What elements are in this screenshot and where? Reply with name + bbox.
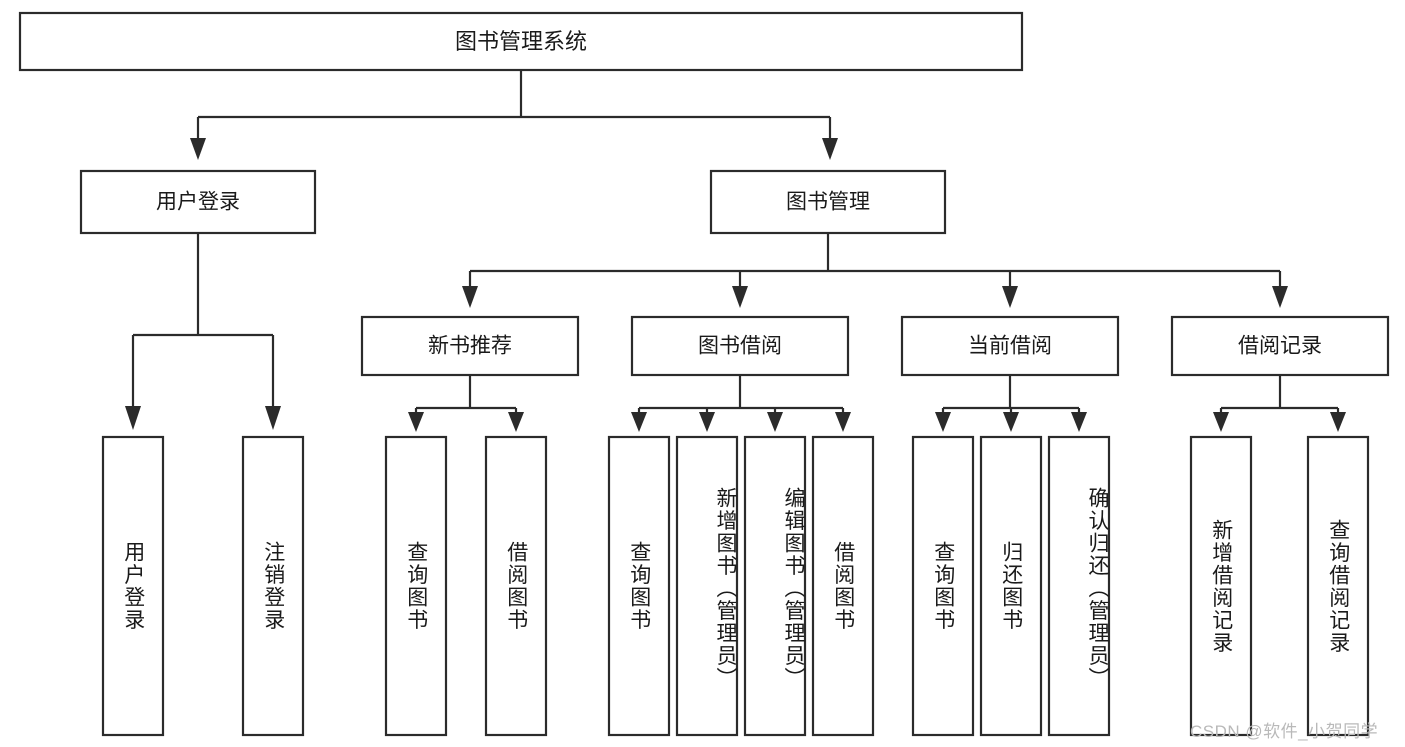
connector-current-borrow-to-leaves xyxy=(935,375,1087,432)
arrow-head-leaf-borrow-book-1 xyxy=(508,412,524,432)
arrow-head-leaf-query-borrow-record xyxy=(1330,412,1346,432)
node-user-login-box[interactable] xyxy=(79,169,317,235)
arrow-head-current-borrow xyxy=(1002,286,1018,308)
arrow-head-leaf-edit-book-admin xyxy=(767,412,783,432)
connector-root-to-level2 xyxy=(190,70,838,160)
node-leaf-user-logout-box[interactable] xyxy=(241,435,305,737)
node-new-book-recommend-box[interactable] xyxy=(360,315,580,377)
arrow-head-book-manage xyxy=(822,138,838,160)
arrow-head-leaf-borrow-book-2 xyxy=(835,412,851,432)
node-new-book-recommend-label: 新书推荐 xyxy=(428,335,512,358)
node-book-borrow-box[interactable] xyxy=(630,315,850,377)
node-book-borrow-label: 图书借阅 xyxy=(698,335,782,358)
connector-new-book-to-leaves xyxy=(408,375,524,432)
node-leaf-query-book-1-box[interactable] xyxy=(384,435,448,737)
csdn-watermark: CSDN @软件_小贺同学 xyxy=(1190,722,1379,741)
arrow-head-book-borrow xyxy=(732,286,748,308)
connector-book-borrow-to-leaves xyxy=(631,375,851,432)
arrow-head-leaf-query-book-1 xyxy=(408,412,424,432)
node-book-manage-label: 图书管理 xyxy=(786,191,870,214)
arrow-head-borrow-record xyxy=(1272,286,1288,308)
arrow-head-leaf-confirm-return-admin xyxy=(1071,412,1087,432)
node-leaf-query-book-2-box[interactable] xyxy=(607,435,671,737)
arrow-head-leaf-query-book-3 xyxy=(935,412,951,432)
connector-book-manage-to-level3 xyxy=(462,233,1288,308)
node-borrow-record-label: 借阅记录 xyxy=(1238,335,1322,358)
node-user-login[interactable]: 用户登录 xyxy=(79,169,317,235)
node-user-login-label: 用户登录 xyxy=(156,191,240,214)
arrow-head-leaf-query-book-2 xyxy=(631,412,647,432)
arrow-head-leaf-user-logout xyxy=(265,406,281,430)
node-root-box[interactable] xyxy=(18,11,1024,72)
arrow-head-leaf-add-book-admin xyxy=(699,412,715,432)
node-leaf-query-book-3-box[interactable] xyxy=(911,435,975,737)
node-root[interactable]: 图书管理系统 xyxy=(18,11,1024,72)
node-root-label: 图书管理系统 xyxy=(455,29,587,54)
arrow-head-leaf-user-login xyxy=(125,406,141,430)
node-current-borrow[interactable]: 当前借阅 xyxy=(900,315,1120,377)
node-leaf-borrow-book-2-box[interactable] xyxy=(811,435,875,737)
leaf-node-boxes xyxy=(101,435,1370,737)
node-book-manage[interactable]: 图书管理 xyxy=(709,169,947,235)
connector-borrow-record-to-leaves xyxy=(1213,375,1346,432)
node-leaf-add-book-admin-box[interactable] xyxy=(675,435,739,737)
node-current-borrow-box[interactable] xyxy=(900,315,1120,377)
arrow-head-user-login xyxy=(190,138,206,160)
connector-user-login-to-leaves xyxy=(125,233,281,430)
arrow-head-leaf-return-book xyxy=(1003,412,1019,432)
node-borrow-record[interactable]: 借阅记录 xyxy=(1170,315,1390,377)
node-leaf-add-borrow-record-box[interactable] xyxy=(1189,435,1253,737)
node-new-book-recommend[interactable]: 新书推荐 xyxy=(360,315,580,377)
node-book-borrow[interactable]: 图书借阅 xyxy=(630,315,850,377)
node-leaf-query-borrow-record-box[interactable] xyxy=(1306,435,1370,737)
node-leaf-confirm-return-admin-box[interactable] xyxy=(1047,435,1111,737)
node-book-manage-box[interactable] xyxy=(709,169,947,235)
node-leaf-borrow-book-1-box[interactable] xyxy=(484,435,548,737)
node-leaf-edit-book-admin-box[interactable] xyxy=(743,435,807,737)
node-borrow-record-box[interactable] xyxy=(1170,315,1390,377)
node-current-borrow-label: 当前借阅 xyxy=(968,335,1052,358)
arrow-head-new-book-recommend xyxy=(462,286,478,308)
node-leaf-return-book-box[interactable] xyxy=(979,435,1043,737)
node-leaf-user-login-box[interactable] xyxy=(101,435,165,737)
arrow-head-leaf-add-borrow-record xyxy=(1213,412,1229,432)
